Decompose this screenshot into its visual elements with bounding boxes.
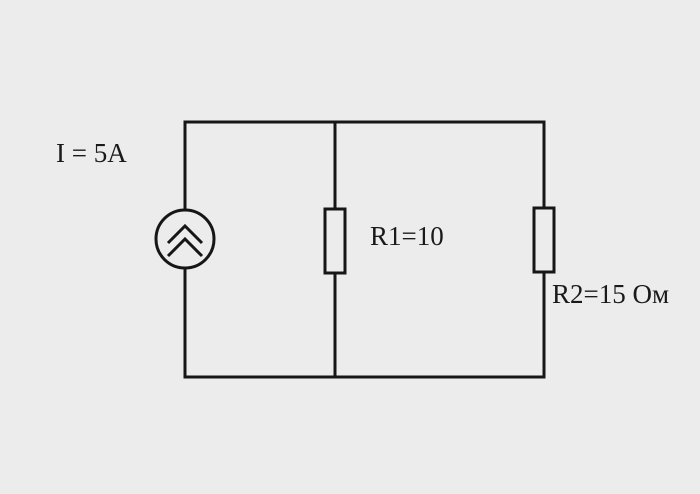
r2-label: R2=15 Ом (552, 279, 670, 309)
resistor-r1 (323, 207, 347, 275)
current-source-icon (154, 208, 216, 270)
resistor-r2 (532, 206, 556, 274)
r1-label: R1=10 (370, 221, 444, 251)
source-label: I = 5A (56, 138, 127, 168)
